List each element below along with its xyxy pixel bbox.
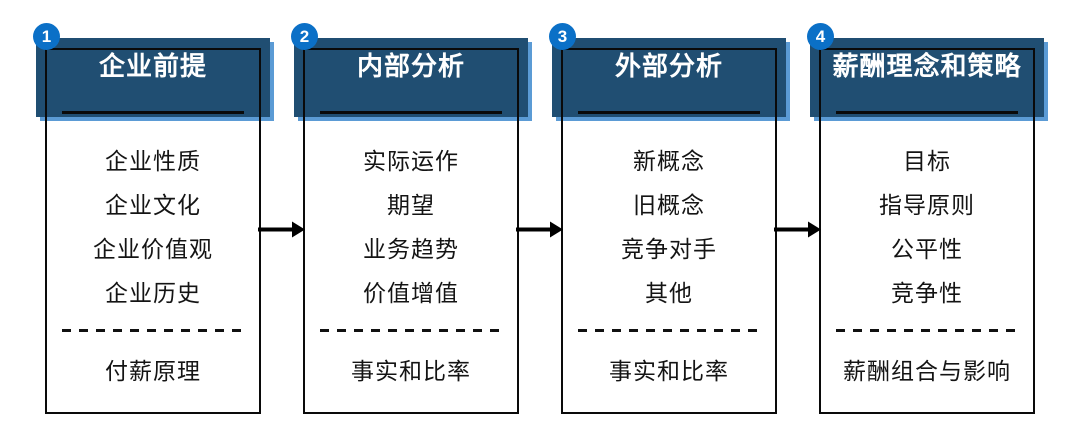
dashed-divider xyxy=(306,313,516,347)
step-item-list: 企业性质 企业文化 企业价值观 企业历史 付薪原理 xyxy=(48,137,258,391)
list-item: 旧概念 xyxy=(633,192,705,218)
step-number-badge: 3 xyxy=(549,23,576,50)
step-title: 外部分析 xyxy=(614,51,723,81)
column-step-4: 薪酬理念和策略 目标 指导原则 公平性 竞争性 薪酬组合与影响 4 xyxy=(807,0,1044,447)
list-item: 企业历史 xyxy=(105,280,201,306)
step-number-badge: 2 xyxy=(291,23,318,50)
list-item: 新概念 xyxy=(633,148,705,174)
flow-arrow-icon xyxy=(516,220,563,239)
list-item: 业务趋势 xyxy=(363,236,459,262)
list-item: 竞争性 xyxy=(891,280,963,306)
footer-item: 事实和比率 xyxy=(351,358,471,384)
list-item: 其他 xyxy=(645,280,693,306)
list-item: 企业文化 xyxy=(105,192,201,218)
step-item-list: 实际运作 期望 业务趋势 价值增值 事实和比率 xyxy=(306,137,516,391)
dashed-divider xyxy=(822,313,1032,347)
list-item: 期望 xyxy=(387,192,435,218)
footer-item: 薪酬组合与影响 xyxy=(843,358,1011,384)
footer-item: 事实和比率 xyxy=(609,358,729,384)
header-underline xyxy=(62,111,244,114)
step-number-badge: 1 xyxy=(33,23,60,50)
flow-arrow-icon xyxy=(774,220,821,239)
column-step-3: 外部分析 新概念 旧概念 竞争对手 其他 事实和比率 3 xyxy=(549,0,786,447)
list-item: 指导原则 xyxy=(879,192,975,218)
step-title: 薪酬理念和策略 xyxy=(832,51,1022,81)
list-item: 企业性质 xyxy=(105,148,201,174)
list-item: 企业价值观 xyxy=(93,236,213,262)
step-number-badge: 4 xyxy=(807,23,834,50)
list-item: 公平性 xyxy=(891,236,963,262)
column-step-1: 企业前提 企业性质 企业文化 企业价值观 企业历史 付薪原理 1 xyxy=(33,0,270,447)
step-item-list: 目标 指导原则 公平性 竞争性 薪酬组合与影响 xyxy=(822,137,1032,391)
dashed-divider xyxy=(564,313,774,347)
column-step-2: 内部分析 实际运作 期望 业务趋势 价值增值 事实和比率 2 xyxy=(291,0,528,447)
step-header: 外部分析 xyxy=(552,38,786,117)
list-item: 竞争对手 xyxy=(621,236,717,262)
step-title: 企业前提 xyxy=(98,51,207,81)
header-underline xyxy=(320,111,502,114)
flow-arrow-icon xyxy=(258,220,305,239)
step-item-list: 新概念 旧概念 竞争对手 其他 事实和比率 xyxy=(564,137,774,391)
dashed-divider xyxy=(48,313,258,347)
step-header: 内部分析 xyxy=(294,38,528,117)
footer-item: 付薪原理 xyxy=(105,358,201,384)
step-header: 企业前提 xyxy=(36,38,270,117)
list-item: 价值增值 xyxy=(363,280,459,306)
list-item: 目标 xyxy=(903,148,951,174)
step-header: 薪酬理念和策略 xyxy=(810,38,1044,117)
step-title: 内部分析 xyxy=(356,51,465,81)
header-underline xyxy=(578,111,760,114)
header-underline xyxy=(836,111,1018,114)
list-item: 实际运作 xyxy=(363,148,459,174)
